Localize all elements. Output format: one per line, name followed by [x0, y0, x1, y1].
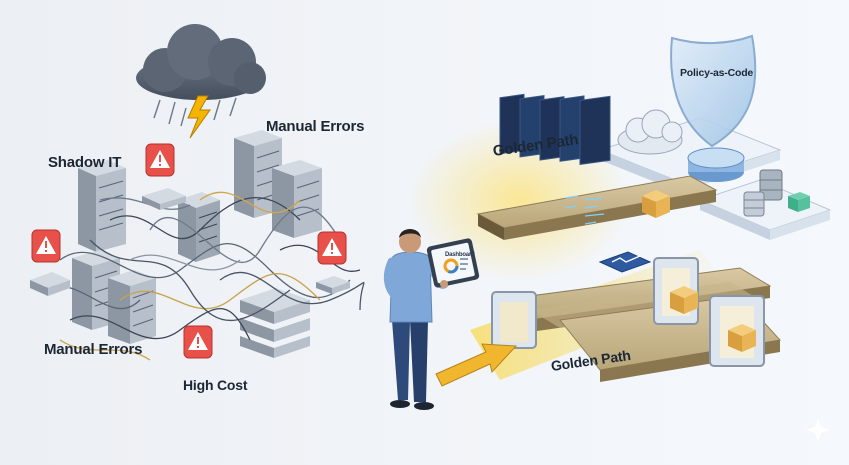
package-box-icon	[728, 324, 756, 352]
package-box-icon	[788, 192, 810, 212]
server-rack	[108, 270, 156, 344]
lightning-icon	[187, 95, 211, 139]
label-shadow-it: Shadow IT	[48, 154, 122, 171]
package-box-icon	[670, 286, 698, 314]
code-panels	[499, 93, 611, 225]
warning-icon	[145, 143, 175, 177]
small-device	[316, 276, 350, 294]
label-manual-errors-bottom: Manual Errors	[44, 341, 143, 358]
server-rack	[272, 160, 322, 238]
cloud-icon	[617, 109, 683, 155]
arrow-icon	[435, 343, 518, 387]
database-icon	[743, 191, 765, 217]
warning-icon	[31, 229, 61, 263]
warning-icon	[317, 231, 347, 265]
package-box-icon	[642, 190, 670, 218]
person	[384, 229, 480, 410]
label-high-cost: High Cost	[183, 377, 248, 393]
label-manual-errors-top: Manual Errors	[266, 118, 365, 135]
storm-cloud-icon	[136, 24, 266, 127]
document-icon	[598, 251, 652, 273]
warning-icon	[183, 325, 213, 359]
sparkle-icon	[806, 418, 830, 442]
label-policy-as-code: Policy-as-Code	[680, 67, 754, 79]
gateway-frame	[491, 291, 537, 349]
database-icon	[759, 169, 783, 201]
small-device	[30, 272, 70, 296]
small-device	[142, 188, 186, 210]
network-switch-stack	[240, 288, 310, 358]
tablet-heading: Dashboard	[445, 252, 475, 258]
platform	[698, 179, 832, 240]
shield-icon	[670, 34, 757, 148]
tablet	[426, 238, 480, 288]
database-icon	[687, 147, 745, 182]
server-rack	[78, 160, 126, 252]
